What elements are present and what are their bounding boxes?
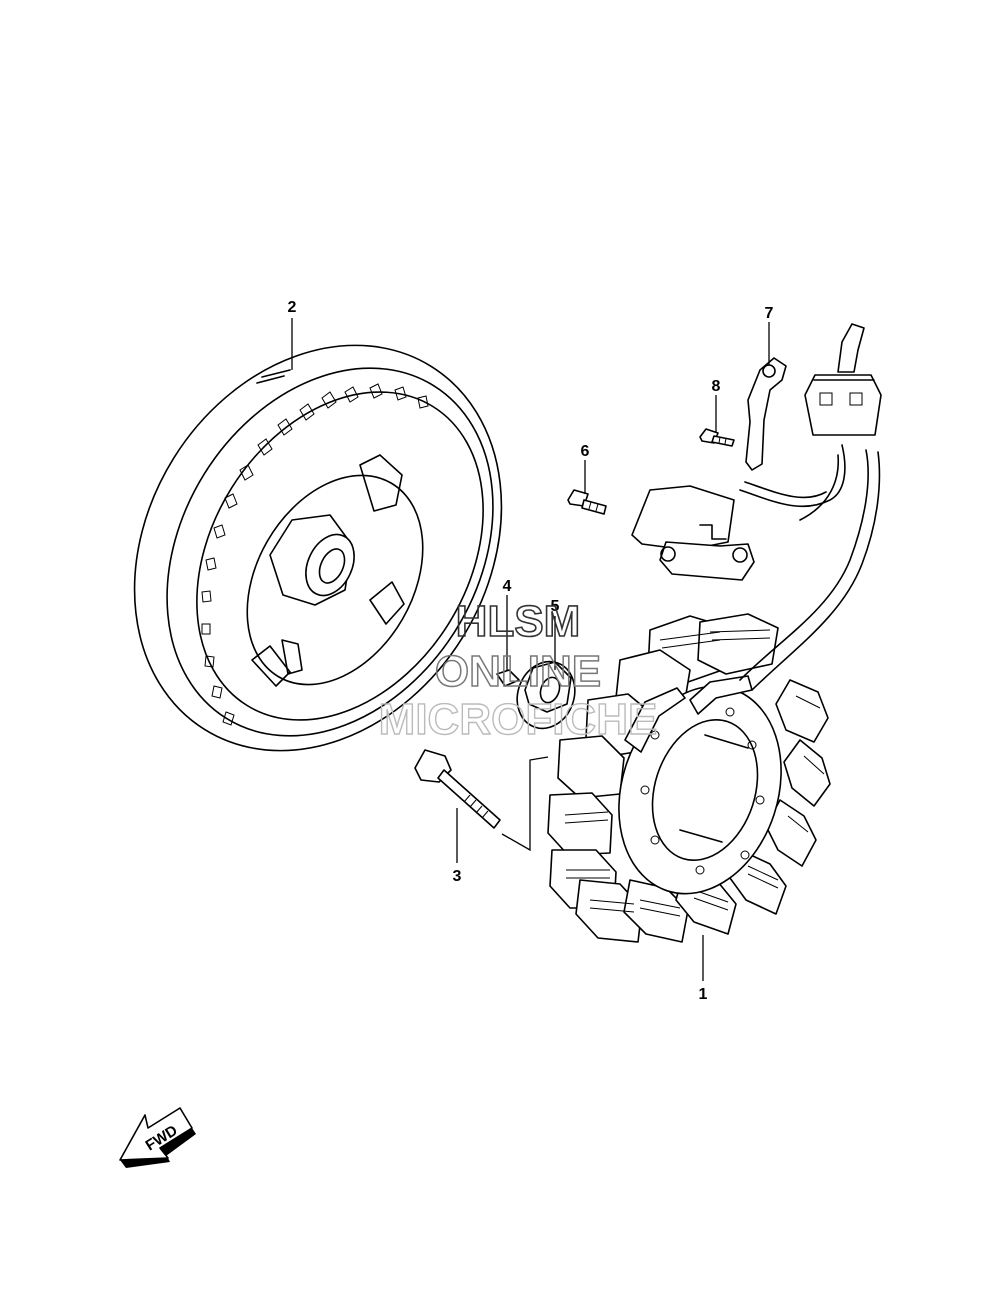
callout-3: 3 (453, 868, 462, 885)
callout-6: 6 (581, 443, 590, 460)
pickup-coil[interactable] (631, 485, 755, 581)
stator-wire-harness (739, 323, 882, 691)
flywheel-rotor[interactable] (60, 276, 575, 819)
screw-6[interactable] (567, 489, 607, 515)
callout-4: 4 (503, 578, 512, 595)
callout-7: 7 (765, 305, 774, 322)
watermark-line2: ONLINE (435, 647, 601, 696)
forward-direction-arrow: FWD (119, 1107, 196, 1168)
callout-1: 1 (699, 986, 708, 1003)
woodruff-key-4[interactable] (496, 669, 520, 687)
stator-assembly[interactable] (547, 613, 831, 943)
watermark-line3: MICROFICHE (379, 695, 658, 744)
nut-5[interactable] (508, 653, 584, 736)
watermark-line1: HLSM (456, 597, 581, 646)
wire-clamp-bracket[interactable] (745, 357, 787, 471)
callout-leaders (291, 318, 770, 981)
callout-8: 8 (712, 378, 721, 395)
callout-2: 2 (288, 299, 297, 316)
watermark: HLSM ONLINE MICROFICHE (378, 596, 658, 745)
callout-5: 5 (551, 598, 560, 615)
bolt-3[interactable] (414, 749, 501, 829)
screw-8[interactable] (699, 428, 735, 447)
